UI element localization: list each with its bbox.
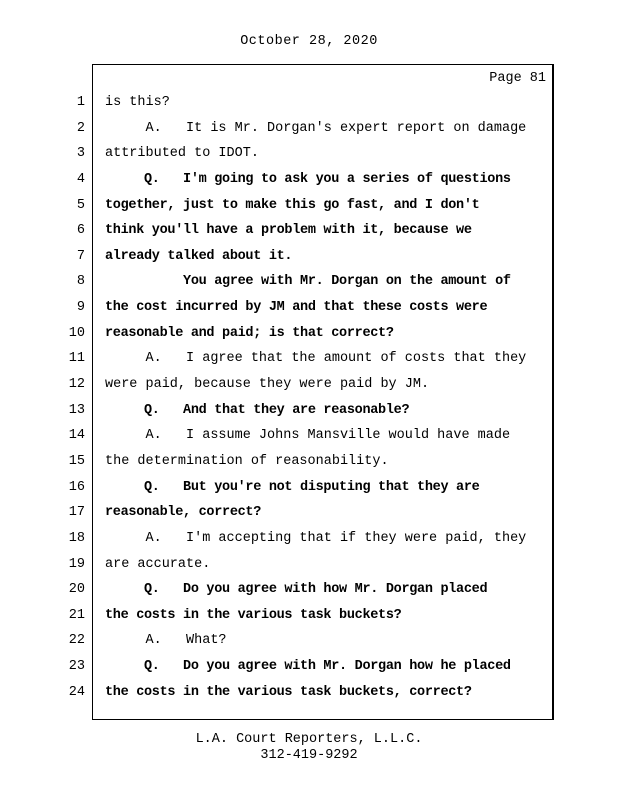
transcript-line: 20 Q. Do you agree with how Mr. Dorgan p… [0,577,618,603]
line-text: You agree with Mr. Dorgan on the amount … [105,274,511,290]
line-number: 17 [68,505,85,521]
footer: L.A. Court Reporters, L.L.C. 312-419-929… [0,732,618,764]
line-text: reasonable, correct? [105,505,262,521]
line-number: 13 [68,402,85,418]
line-text: attributed to IDOT. [105,146,259,162]
footer-phone: 312-419-9292 [260,748,358,763]
line-number: 11 [68,351,85,367]
line-number: 2 [76,120,85,136]
line-number: 24 [68,684,85,700]
line-number: 12 [68,377,85,393]
line-number: 20 [68,582,85,598]
line-text: Q. I'm going to ask you a series of ques… [105,171,511,187]
line-text: the determination of reasonability. [105,453,389,469]
line-text: Q. But you're not disputing that they ar… [105,479,480,495]
line-number: 16 [68,479,85,495]
transcript-line: 12 were paid, because they were paid by … [0,372,618,398]
line-text: Q. Do you agree with Mr. Dorgan how he p… [105,659,511,675]
line-text: think you'll have a problem with it, bec… [105,223,472,239]
line-text: were paid, because they were paid by JM. [105,377,430,393]
transcript-line: 6 think you'll have a problem with it, b… [0,218,618,244]
transcript-line: 23 Q. Do you agree with Mr. Dorgan how h… [0,654,618,680]
line-text: Q. Do you agree with how Mr. Dorgan plac… [105,582,488,598]
transcript-line: 3 attributed to IDOT. [0,141,618,167]
line-number: 4 [76,171,85,187]
transcript-line: 13 Q. And that they are reasonable? [0,398,618,424]
transcript-line: 8 You agree with Mr. Dorgan on the amoun… [0,269,618,295]
transcript-line: 24 the costs in the various task buckets… [0,680,618,706]
line-text: A. What? [105,633,227,649]
transcript-line: 18 A. I'm accepting that if they were pa… [0,526,618,552]
line-text: A. It is Mr. Dorgan's expert report on d… [105,120,527,136]
line-number: 8 [76,274,85,290]
line-number: 18 [68,530,85,546]
transcript-line: 2 A. It is Mr. Dorgan's expert report on… [0,116,618,142]
line-number: 1 [76,95,85,110]
transcript-line: 11 A. I agree that the amount of costs t… [0,346,618,372]
transcript-line: 4 Q. I'm going to ask you a series of qu… [0,167,618,193]
line-text: A. I assume Johns Mansville would have m… [105,428,511,444]
line-number: 3 [76,146,85,162]
transcript-line: 17 reasonable, correct? [0,500,618,526]
line-number: 6 [76,223,85,239]
line-number: 19 [68,556,85,572]
transcript-line: 5 together, just to make this go fast, a… [0,193,618,219]
line-number: 23 [68,659,85,675]
line-number: 9 [76,300,85,316]
line-text: are accurate. [105,556,211,572]
line-number: 21 [68,607,85,623]
line-number: 7 [76,248,85,264]
line-text: together, just to make this go fast, and… [105,197,480,213]
line-text: the costs in the various task buckets, c… [105,684,472,700]
transcript-line: 22 A. What? [0,628,618,654]
line-number: 5 [76,197,85,213]
line-number: 14 [68,428,85,444]
footer-company: L.A. Court Reporters, L.L.C. [195,732,423,747]
transcript-lines: 1 is this? 2 A. It is Mr. Dorgan's exper… [0,90,618,705]
line-text: the costs in the various task buckets? [105,607,402,623]
transcript-line: 16 Q. But you're not disputing that they… [0,475,618,501]
transcript-line: 9 the cost incurred by JM and that these… [0,295,618,321]
transcript-line: 1 is this? [0,90,618,116]
line-text: is this? [105,95,170,110]
transcript-line: 21 the costs in the various task buckets… [0,603,618,629]
transcript-line: 14 A. I assume Johns Mansville would hav… [0,423,618,449]
page-number-label: Page 81 [489,71,546,86]
header-date: October 28, 2020 [240,34,378,49]
line-text: the cost incurred by JM and that these c… [105,300,488,316]
line-number: 22 [68,633,85,649]
line-text: A. I'm accepting that if they were paid,… [105,530,527,546]
transcript-line: 15 the determination of reasonability. [0,449,618,475]
transcript-line: 7 already talked about it. [0,244,618,270]
line-text: Q. And that they are reasonable? [105,402,410,418]
line-number: 10 [68,325,85,341]
line-number: 15 [68,453,85,469]
line-text: A. I agree that the amount of costs that… [105,351,527,367]
transcript-line: 10 reasonable and paid; is that correct? [0,321,618,347]
transcript-line: 19 are accurate. [0,552,618,578]
transcript-border-box [92,64,554,720]
line-text: already talked about it. [105,248,293,264]
line-text: reasonable and paid; is that correct? [105,325,394,341]
